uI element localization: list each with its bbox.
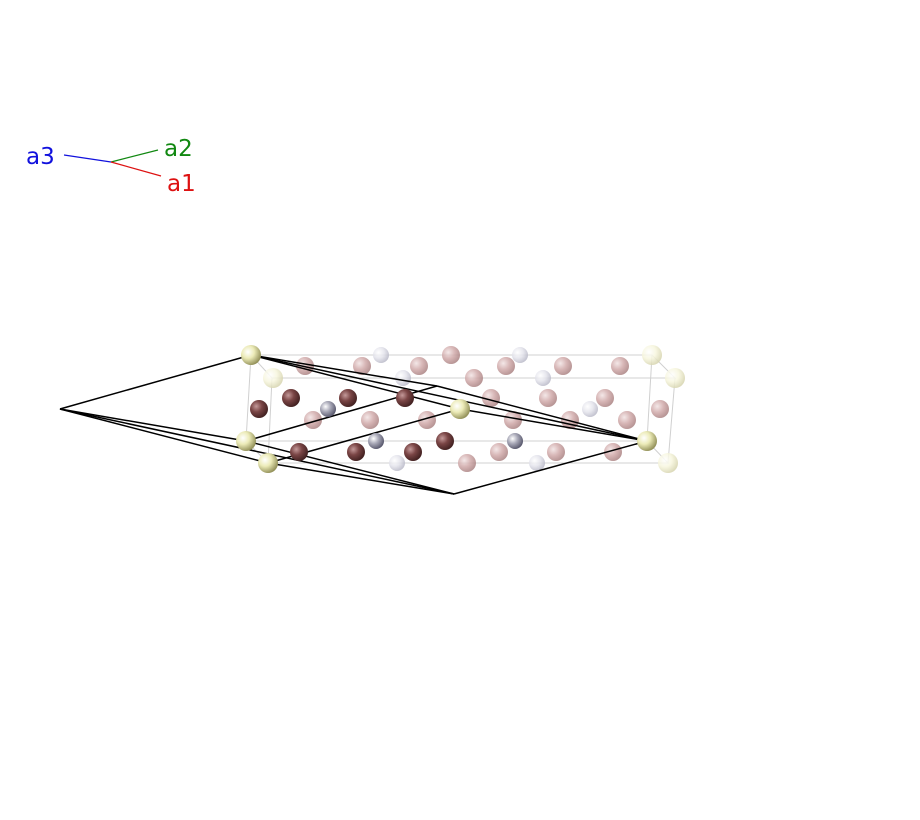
- atom: [665, 368, 685, 388]
- atom: [395, 370, 411, 386]
- atom: [497, 357, 515, 375]
- atom: [604, 443, 622, 461]
- atom: [442, 346, 460, 364]
- a2-axis-label: a2: [164, 136, 193, 162]
- atom: [373, 347, 389, 363]
- a3-axis-line: [63, 154, 112, 163]
- atom: [547, 443, 565, 461]
- atom: [458, 454, 476, 472]
- atom: [418, 411, 436, 429]
- atom: [535, 370, 551, 386]
- atom: [241, 345, 261, 365]
- a1-axis-line: [110, 161, 162, 177]
- atom: [396, 389, 414, 407]
- atom: [320, 401, 336, 417]
- atom: [404, 443, 422, 461]
- atom: [554, 357, 572, 375]
- atom: [339, 389, 357, 407]
- a1-axis-label: a1: [167, 171, 196, 197]
- atom: [389, 455, 405, 471]
- atom: [482, 389, 500, 407]
- axis-triad: a3 a2 a1: [26, 136, 196, 197]
- primitive-cell: [59, 354, 648, 495]
- atom: [368, 433, 384, 449]
- atom: [250, 400, 268, 418]
- atom: [361, 411, 379, 429]
- atom: [642, 345, 662, 365]
- atom: [596, 389, 614, 407]
- atom: [611, 357, 629, 375]
- a3-axis-label: a3: [26, 144, 55, 170]
- atom: [529, 455, 545, 471]
- atom: [637, 431, 657, 451]
- a2-axis-line: [110, 149, 159, 163]
- atom: [490, 443, 508, 461]
- atom: [512, 347, 528, 363]
- atom: [410, 357, 428, 375]
- atom: [539, 389, 557, 407]
- atom: [282, 389, 300, 407]
- atom: [290, 443, 308, 461]
- atom: [582, 401, 598, 417]
- atom: [507, 433, 523, 449]
- atom: [658, 453, 678, 473]
- atom: [436, 432, 454, 450]
- atom: [465, 369, 483, 387]
- atom: [263, 368, 283, 388]
- atoms-front: [236, 345, 657, 473]
- atom: [618, 411, 636, 429]
- atom: [347, 443, 365, 461]
- atom: [504, 411, 522, 429]
- atom: [258, 453, 278, 473]
- atom: [304, 411, 322, 429]
- atom: [353, 357, 371, 375]
- atom: [236, 431, 256, 451]
- atom: [651, 400, 669, 418]
- atom: [450, 399, 470, 419]
